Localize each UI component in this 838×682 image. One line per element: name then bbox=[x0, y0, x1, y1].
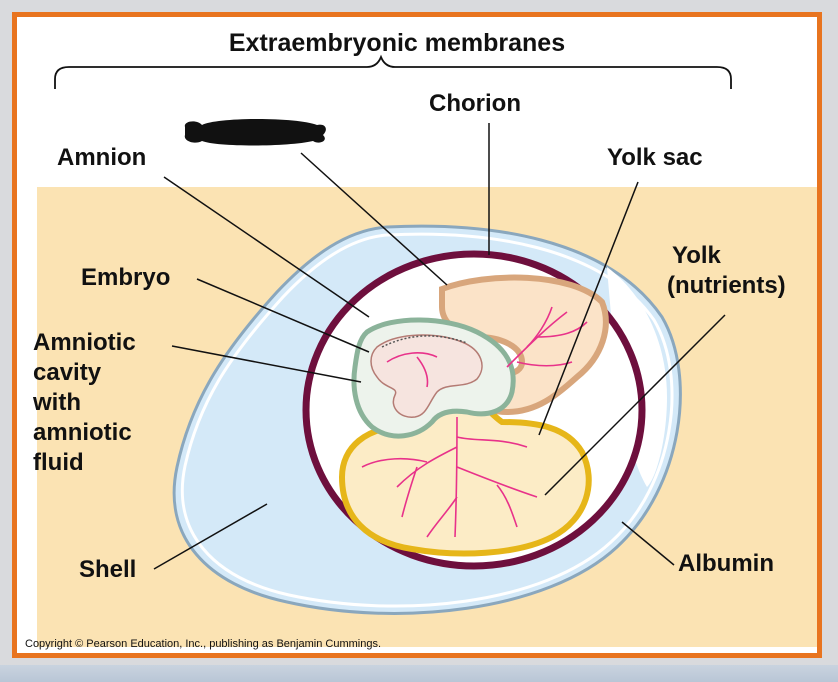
bottom-strip bbox=[0, 665, 838, 682]
label-shell: Shell bbox=[79, 556, 136, 583]
leader-lines bbox=[153, 123, 726, 570]
embryo-somites bbox=[381, 335, 468, 348]
label-yolk-nutrients: (nutrients) bbox=[667, 272, 786, 299]
egg-diagram: Extraembryonic membranes Chorion Amnion … bbox=[25, 29, 817, 650]
label-amniotic-cavity-line4: amniotic bbox=[33, 419, 132, 446]
label-chorion: Chorion bbox=[429, 90, 521, 117]
shell-inner-line bbox=[180, 232, 674, 608]
label-albumin: Albumin bbox=[678, 550, 774, 577]
label-yolk: Yolk bbox=[672, 242, 722, 269]
label-embryo: Embryo bbox=[81, 264, 170, 291]
redacted-label bbox=[184, 119, 326, 146]
label-amniotic-cavity-line5: fluid bbox=[33, 449, 84, 476]
label-amnion: Amnion bbox=[57, 144, 146, 171]
blood-vessels bbox=[361, 306, 588, 538]
label-amniotic-cavity-line1: Amniotic bbox=[33, 329, 136, 356]
label-amniotic-cavity-line3: with bbox=[32, 389, 81, 416]
copyright-notice: Copyright © Pearson Education, Inc., pub… bbox=[25, 638, 381, 650]
label-amniotic-cavity-line2: cavity bbox=[33, 359, 102, 386]
diagram-frame: Extraembryonic membranes Chorion Amnion … bbox=[12, 12, 822, 658]
diagram-title: Extraembryonic membranes bbox=[229, 29, 565, 57]
membranes-brace bbox=[54, 54, 732, 89]
label-yolk-sac: Yolk sac bbox=[607, 144, 703, 171]
